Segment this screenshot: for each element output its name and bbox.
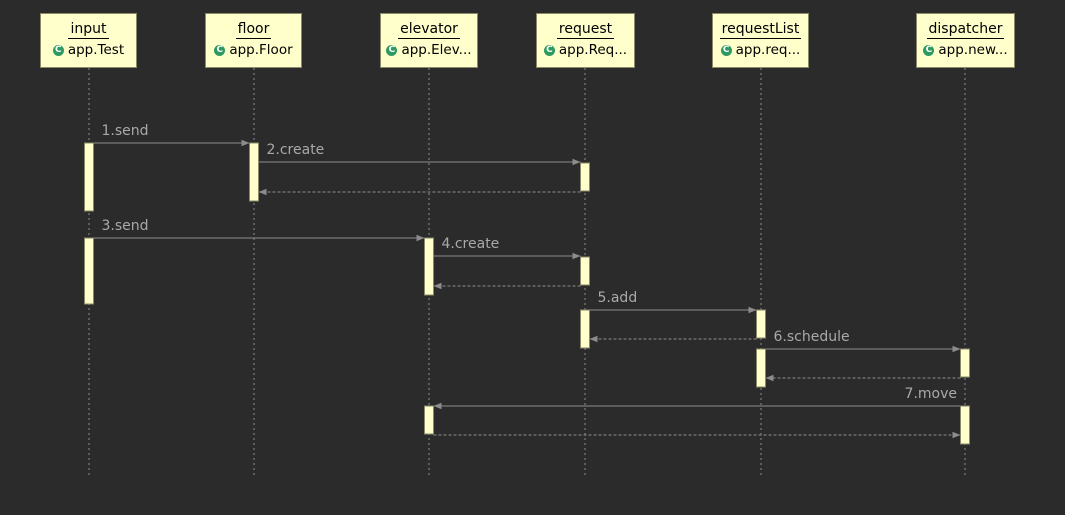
participant-name: input	[68, 21, 109, 39]
activation-bar-input	[84, 142, 94, 212]
message-label: 4.create	[441, 236, 500, 252]
message-label: 1.send	[101, 123, 149, 139]
activation-bar-elevator	[424, 405, 434, 435]
activation-bar-input	[84, 237, 94, 305]
message-label: 6.schedule	[773, 329, 850, 345]
message-label: 2.create	[266, 142, 325, 158]
activation-bar-requestList	[756, 309, 766, 339]
activation-bar-elevator	[424, 237, 434, 296]
message-label: 5.add	[597, 290, 638, 306]
participant-name: dispatcher	[926, 21, 1005, 39]
activation-bar-request	[580, 162, 590, 192]
message-label: 3.send	[101, 218, 149, 234]
participant-name: floor	[235, 21, 272, 39]
activation-bar-floor	[249, 142, 259, 202]
activation-bar-request	[580, 309, 590, 349]
participant-type: app.Req...	[558, 42, 628, 58]
class-icon: C	[52, 44, 64, 56]
activation-bar-dispatcher	[960, 348, 970, 378]
participant-type: app.new...	[938, 42, 1008, 58]
participant-name: requestList	[719, 21, 802, 39]
activation-bar-requestList	[756, 348, 766, 388]
class-icon: C	[214, 44, 226, 56]
participant-type: app.Test	[67, 42, 125, 58]
participant-name: elevator	[398, 21, 460, 39]
activation-bar-request	[580, 256, 590, 286]
participant-name: request	[556, 21, 615, 39]
activation-bar-dispatcher	[960, 405, 970, 445]
class-icon: C	[386, 44, 398, 56]
message-label: 7.move	[904, 386, 957, 402]
class-icon: C	[720, 44, 732, 56]
class-icon: C	[923, 44, 935, 56]
participant-type: app.req...	[735, 42, 801, 58]
participant-type: app.Floor	[229, 42, 293, 58]
participant-type: app.Elev...	[401, 42, 472, 58]
class-icon: C	[543, 44, 555, 56]
